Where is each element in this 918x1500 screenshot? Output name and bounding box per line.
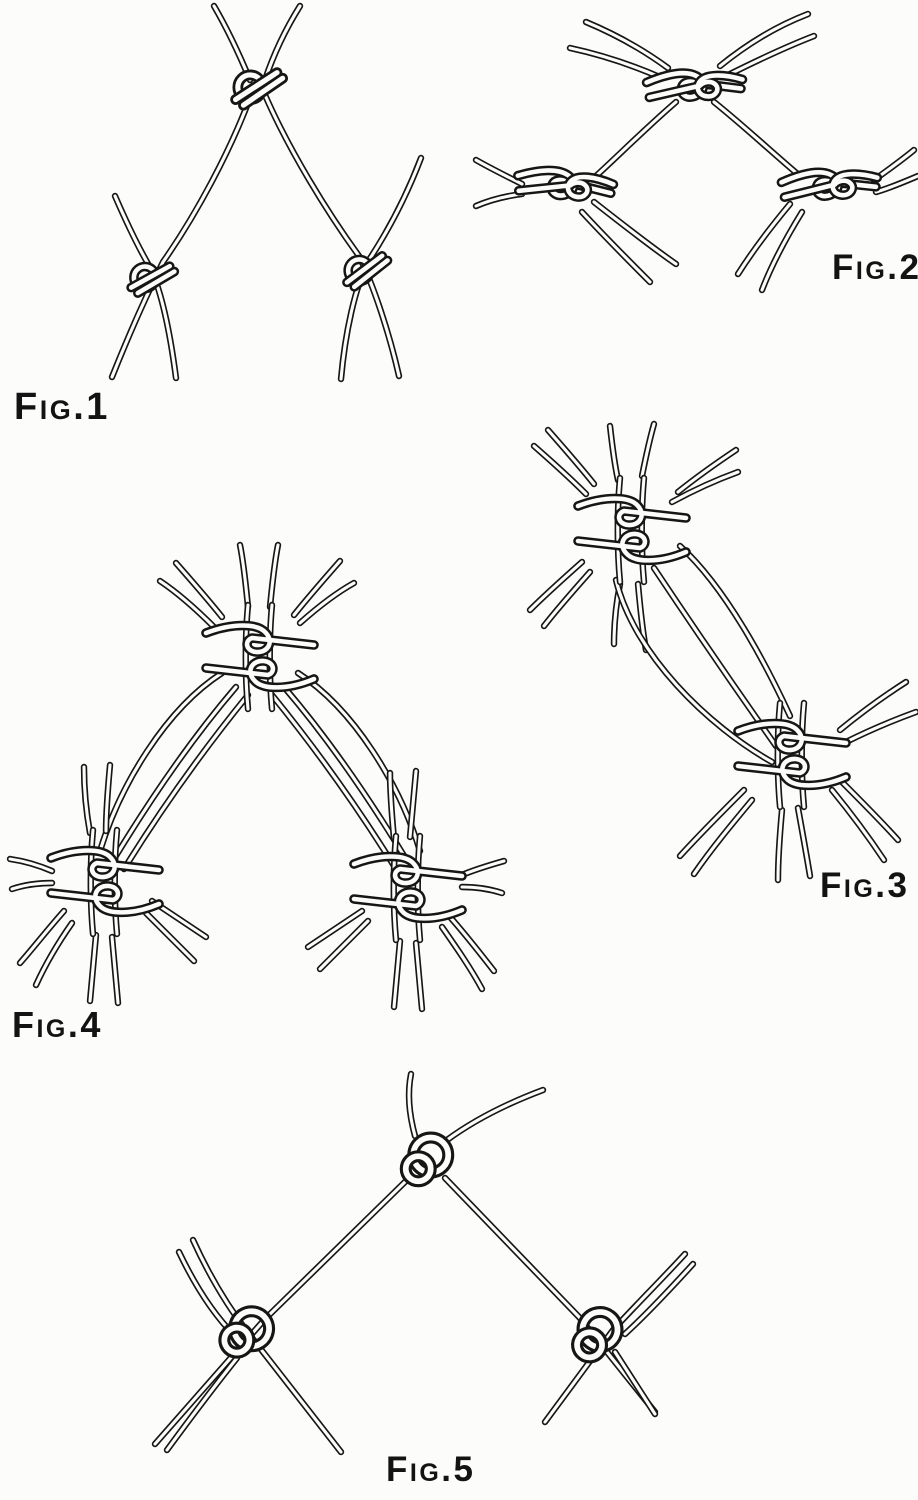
fig4-drawing	[6, 541, 508, 1013]
loop-knot-icon	[406, 1138, 449, 1182]
woven-knot-icon	[578, 478, 686, 582]
fig1-label: Fig.1	[14, 386, 110, 428]
fig1-cords	[108, 2, 425, 383]
fig5-label: Fig.5	[386, 1450, 476, 1489]
fig2-cords	[472, 10, 918, 294]
netting-knot-icon	[345, 255, 389, 287]
woven-knot-icon	[206, 605, 314, 709]
fig3-label: Fig.3	[820, 866, 910, 905]
fig5-cords	[151, 1070, 697, 1456]
fig1-drawing	[108, 2, 425, 383]
netting-knot-icon	[236, 73, 283, 105]
square-knot-icon	[781, 168, 878, 199]
square-knot-icon	[646, 70, 743, 100]
woven-knot-icon	[354, 836, 462, 940]
fig4-label: Fig.4	[12, 1004, 103, 1045]
fig2-drawing	[472, 10, 918, 294]
fig3-drawing	[526, 420, 918, 884]
fig3-cords	[526, 420, 918, 884]
fig4-cords	[6, 541, 508, 1013]
fig5-drawing	[151, 1070, 697, 1456]
fig2-label: Fig.2	[832, 248, 918, 287]
netting-knot-icon	[131, 264, 175, 296]
